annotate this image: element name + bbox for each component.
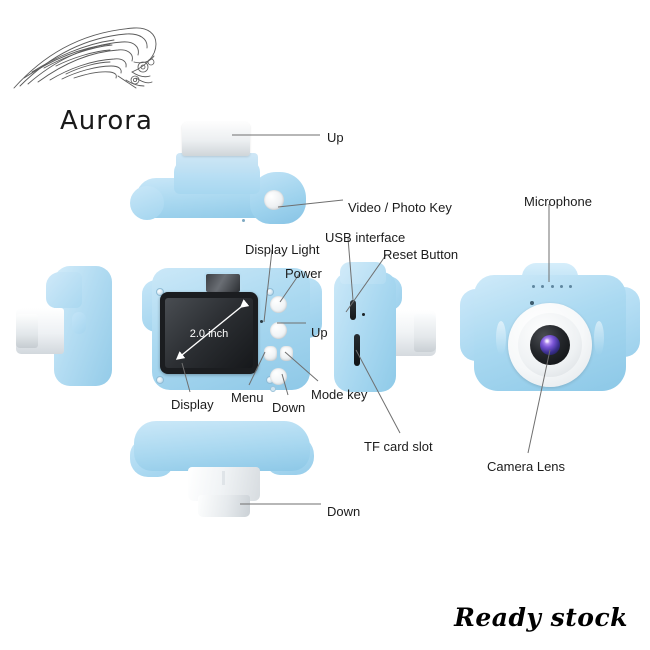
lens-highlight [544,338,550,344]
label-display: Display [171,397,214,412]
bottom-barrel-notch [222,471,225,485]
top-lens-barrel [182,122,250,156]
power-button[interactable] [270,296,287,313]
bottom-body [134,421,310,471]
front-indicator-led [530,301,534,305]
label-down-back: Down [272,400,306,415]
label-up-back: Up [311,325,328,340]
feather-wing-icon [13,27,157,89]
microphone-holes [532,283,572,289]
label-mode-key: Mode key [311,387,368,402]
label-reset-button: Reset Button [383,247,459,262]
side-top-hump [340,262,386,284]
display-light-led [260,320,263,323]
bottom-view [130,415,320,525]
label-usb-interface: USB interface [325,230,406,245]
tf-card-slot[interactable] [354,334,360,366]
front-view [460,255,640,415]
left-bump [72,312,86,334]
menu-button[interactable] [264,346,277,361]
display-screen: 2.0 inch [165,298,253,368]
label-up-top: Up [327,130,344,145]
ready-stock-badge: Ready stock [454,603,628,632]
mode-key-button[interactable] [280,346,293,361]
screen-diagonal-arrow [175,299,250,360]
front-left-highlight [496,321,506,355]
reset-button[interactable] [362,313,365,316]
label-microphone: Microphone [524,194,592,209]
display-bezel: 2.0 inch [160,292,258,374]
label-display-light: Display Light [245,242,320,257]
down-button[interactable] [270,368,287,385]
side-body [334,272,396,392]
top-view [130,120,310,235]
camera-lens-glass [540,335,560,355]
bottom-lens-barrel-tip [198,495,250,517]
top-left-grip [130,186,164,220]
label-tf-card-slot: TF card slot [364,439,433,454]
brand-name: Aurora [60,106,153,136]
label-menu: Menu [231,390,264,405]
usb-interface-port[interactable] [350,300,356,320]
front-right-highlight [594,321,604,355]
screen-size-label: 2.0 inch [189,328,229,340]
label-power: Power [285,266,322,281]
viewfinder [204,272,242,294]
left-view [16,262,120,392]
top-neck [176,153,258,173]
brand-logo: Aurora [6,18,196,138]
video-photo-key-button[interactable] [264,190,284,210]
back-micro-dot [270,386,276,392]
label-camera-lens: Camera Lens [487,459,566,474]
top-indicator-dot [242,219,245,222]
side-view [328,258,440,398]
left-lens-barrel-tip [16,314,38,348]
side-lens-barrel-tip [414,314,436,352]
label-down-bottom: Down [327,504,361,519]
left-hood [46,272,82,308]
screw-top-right [266,288,274,296]
screw-bottom-left [156,376,164,384]
up-button[interactable] [270,322,287,339]
label-video-photo-key: Video / Photo Key [348,200,452,215]
